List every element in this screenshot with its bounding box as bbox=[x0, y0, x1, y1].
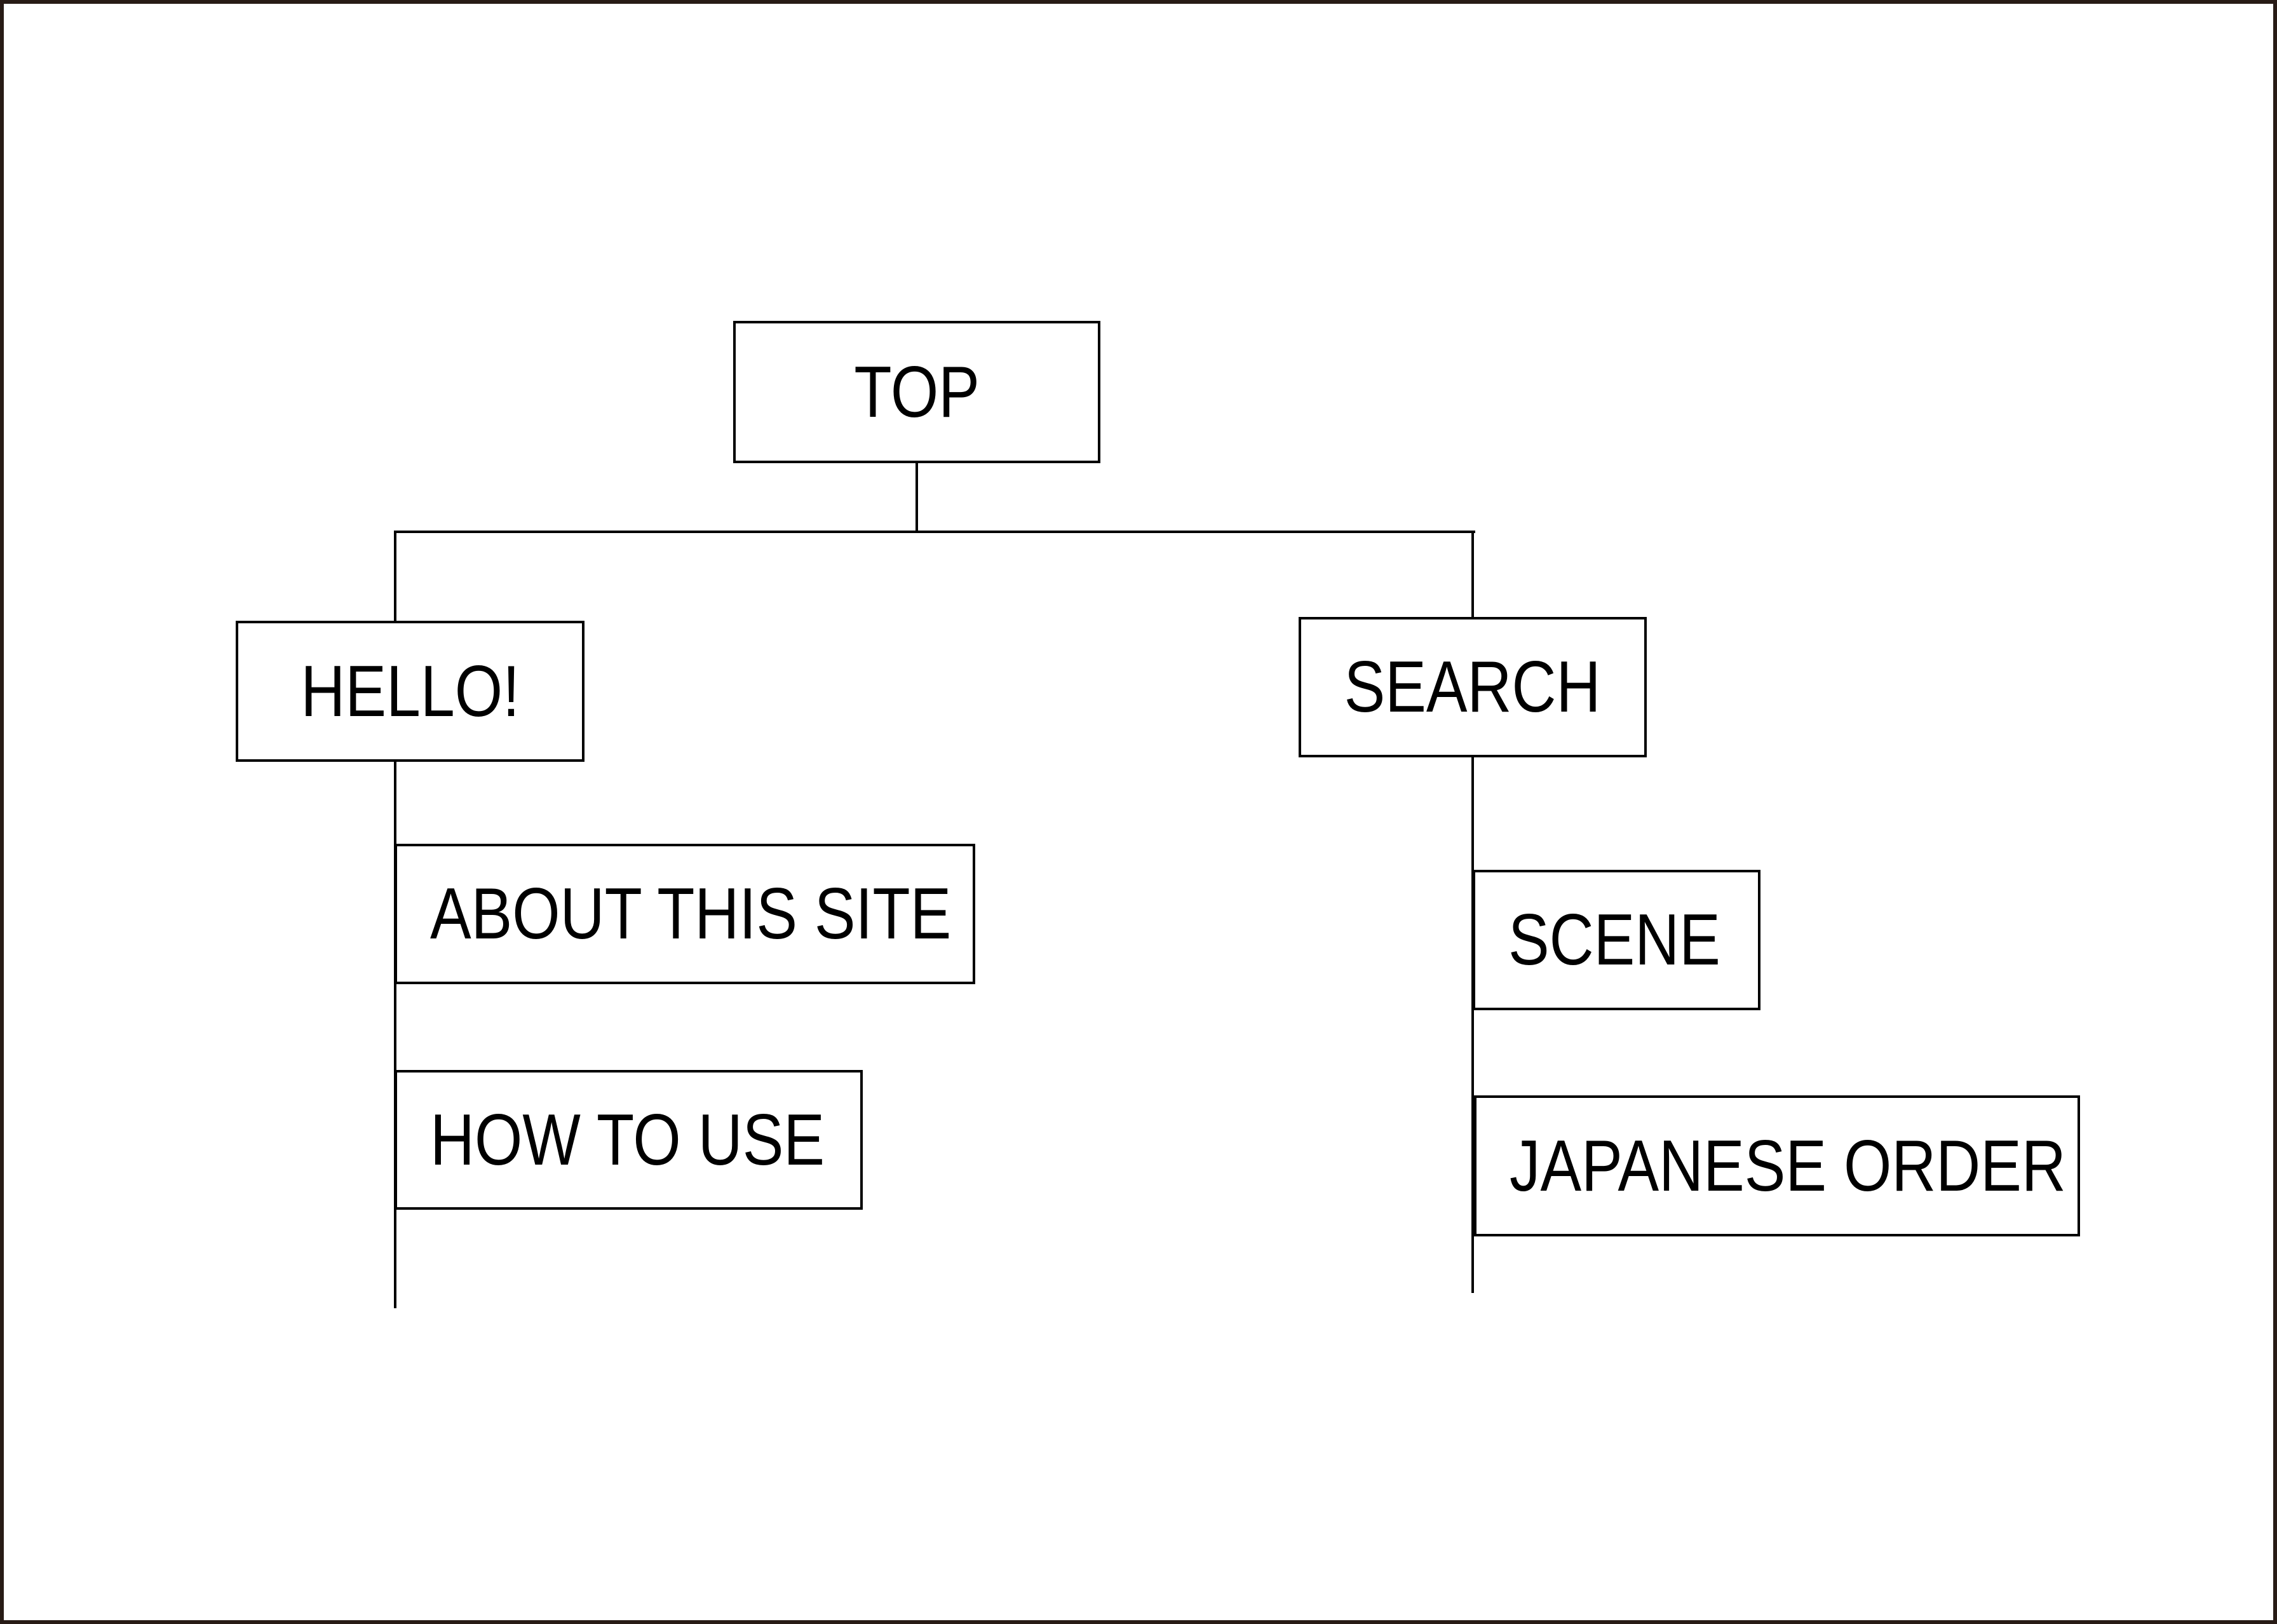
node-top: TOP bbox=[733, 321, 1100, 463]
node-about-this-site: ABOUT THIS SITE bbox=[395, 844, 975, 984]
node-top-label: TOP bbox=[854, 351, 980, 433]
node-how-to-use: HOW TO USE bbox=[395, 1070, 863, 1210]
node-scene: SCENE bbox=[1473, 870, 1760, 1010]
node-hello-label: HELLO! bbox=[301, 651, 520, 732]
node-hello: HELLO! bbox=[236, 621, 584, 762]
node-search: SEARCH bbox=[1299, 617, 1647, 757]
node-japanese-order: JAPANESE ORDER bbox=[1474, 1095, 2080, 1236]
node-scene-label: SCENE bbox=[1508, 900, 1720, 980]
node-japanese-order-label: JAPANESE ORDER bbox=[1510, 1125, 2066, 1207]
node-about-this-site-label: ABOUT THIS SITE bbox=[430, 874, 952, 954]
connector-trunk-line bbox=[916, 462, 918, 533]
node-how-to-use-label: HOW TO USE bbox=[430, 1099, 825, 1181]
connector-horizontal-line bbox=[394, 531, 1475, 533]
node-search-label: SEARCH bbox=[1344, 647, 1601, 727]
